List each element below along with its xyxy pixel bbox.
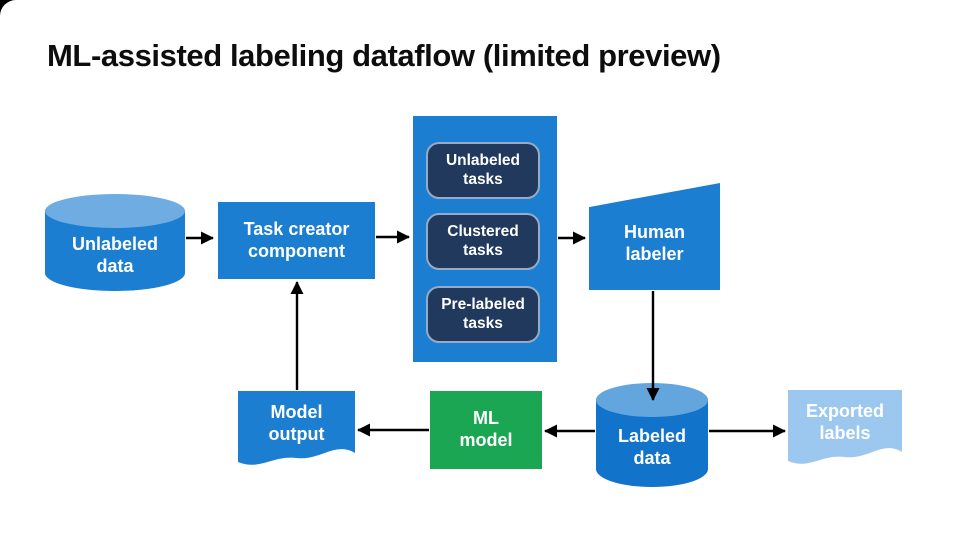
node-label-task-creator: Task creator component [243, 218, 350, 261]
node-model-output: Model output [238, 391, 355, 471]
node-label-labeled-data: Labeled data [617, 426, 687, 468]
node-human-labeler: Human labeler [589, 183, 720, 290]
page-title: ML-assisted labeling dataflow (limited p… [47, 38, 721, 73]
node-label-unlabeled-data: Unlabeled data [71, 233, 159, 276]
node-label-human-labeler: Human labeler [623, 221, 685, 264]
node-label-model-output: Model output [268, 402, 325, 444]
node-task-creator: Task creator component [218, 202, 375, 279]
node-label-clustered-tasks: Clustered tasks [447, 222, 519, 259]
node-task-panel: Unlabeled tasks Clustered tasks Pre-labe… [413, 116, 557, 362]
document-shape [238, 391, 355, 465]
document-shape [788, 390, 902, 464]
node-labeled-data: Labeled data [596, 383, 708, 487]
node-label-exported-labels: Exported labels [805, 401, 884, 443]
node-label-unlabeled-tasks: Unlabeled tasks [445, 151, 521, 188]
node-exported-labels: Exported labels [788, 390, 902, 470]
cylinder-top [45, 194, 185, 228]
node-clustered-tasks: Clustered tasks [426, 213, 540, 270]
node-label-prelabeled-tasks: Pre-labeled tasks [441, 295, 525, 332]
node-prelabeled-tasks: Pre-labeled tasks [426, 286, 540, 343]
node-ml-model: ML model [430, 391, 542, 469]
node-label-ml-model: ML model [459, 408, 513, 450]
node-unlabeled-data: Unlabeled data [45, 194, 185, 291]
node-unlabeled-tasks: Unlabeled tasks [426, 142, 540, 199]
